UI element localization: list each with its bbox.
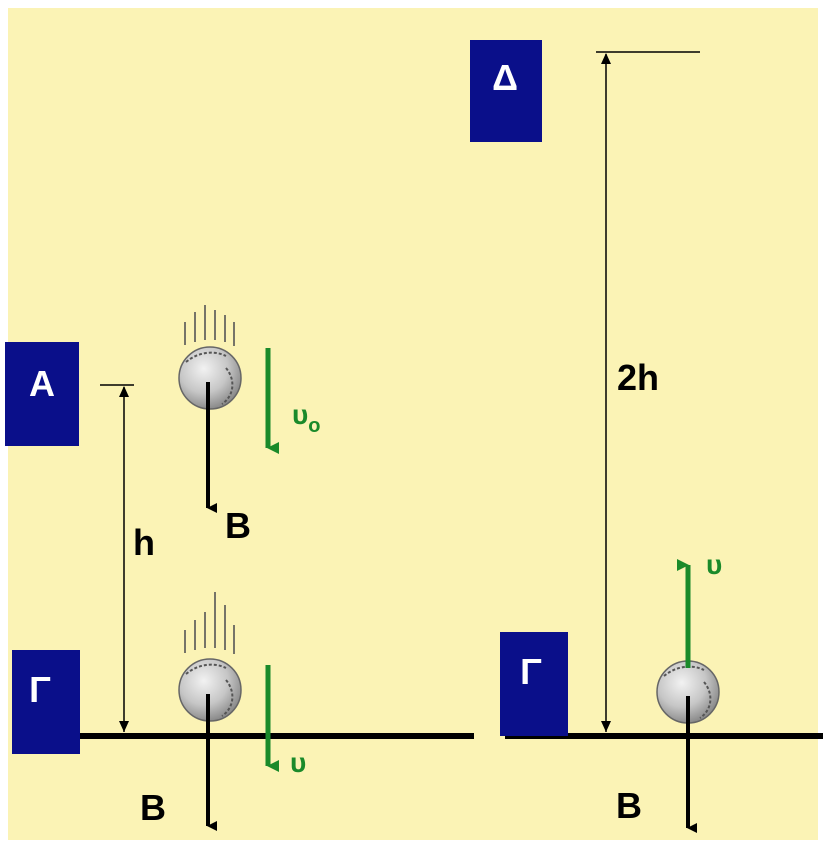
box-delta-label: Δ [492, 57, 518, 98]
ball-2-motion-lines [184, 592, 235, 654]
ball-3 [656, 660, 720, 724]
box-gamma-right-label: Γ [520, 651, 542, 692]
velocity-ground-label: υ [290, 747, 306, 778]
height-2h-dimension [601, 53, 611, 732]
height-h-dimension [119, 386, 129, 732]
box-a [5, 342, 79, 446]
box-a-label: Α [29, 363, 55, 404]
box-gamma-right [500, 632, 568, 736]
box-delta [470, 40, 542, 142]
ball-1 [178, 346, 242, 410]
velocity-initial-label: υο [292, 399, 321, 437]
box-gamma-left [12, 650, 80, 754]
box-gamma-left-label: Γ [29, 669, 51, 710]
weight-label-3: B [616, 785, 642, 826]
velocity-rebound-label: υ [706, 549, 722, 580]
height-h-label: h [133, 522, 155, 563]
weight-label-1: B [225, 505, 251, 546]
weight-label-2: B [140, 787, 166, 828]
height-2h-label: 2h [617, 357, 659, 398]
ball-1-motion-lines [184, 305, 235, 346]
